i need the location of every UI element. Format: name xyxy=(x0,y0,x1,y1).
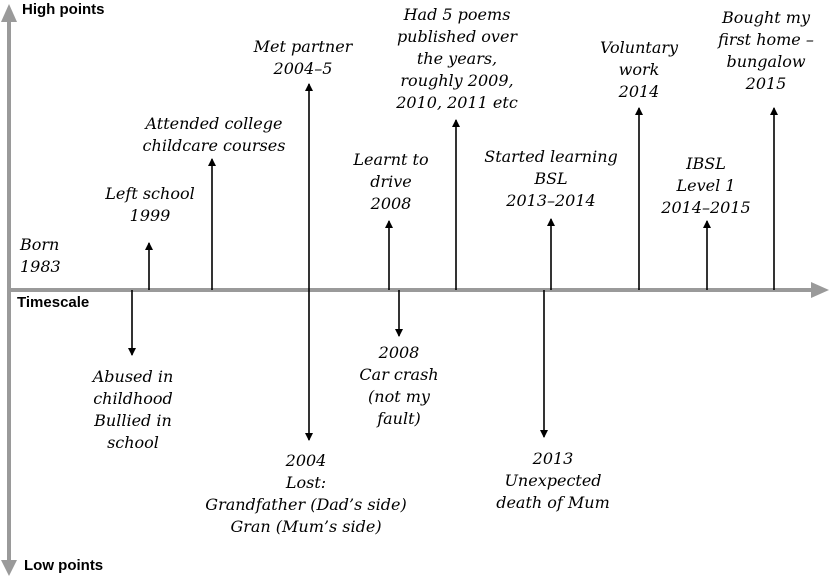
event-line: 2013 xyxy=(532,449,574,468)
event-lost-grandparents: 2004 Lost: Grandfather (Dad’s side) Gran… xyxy=(205,450,406,538)
event-poems-published: Had 5 poems published over the years, ro… xyxy=(396,4,518,114)
timescale-arrowhead xyxy=(811,282,829,298)
event-line: BSL xyxy=(534,169,568,188)
event-line: childhood xyxy=(93,389,173,408)
event-born-line: 1983 xyxy=(20,257,61,276)
event-line: (not my xyxy=(368,387,430,406)
event-born: Born 1983 xyxy=(20,234,61,278)
event-bought-home: Bought my first home – bungalow 2015 xyxy=(718,7,814,95)
event-line: 2014–2015 xyxy=(661,198,751,217)
event-left-school: Left school 1999 xyxy=(105,183,194,227)
event-line: Started learning xyxy=(484,147,618,166)
event-line: childcare courses xyxy=(142,136,286,155)
event-line: 2010, 2011 etc xyxy=(396,93,518,112)
event-car-crash: 2008 Car crash (not my fault) xyxy=(359,342,438,430)
event-line: Learnt to xyxy=(353,150,429,169)
event-line: the years, xyxy=(416,49,498,68)
event-death-of-mum: 2013 Unexpected death of Mum xyxy=(496,448,610,514)
event-attended-college: Attended college childcare courses xyxy=(143,113,286,157)
event-line: Had 5 poems xyxy=(403,5,511,24)
event-line: Left school xyxy=(105,184,195,203)
event-line: 2014 xyxy=(618,82,660,101)
event-line: Level 1 xyxy=(676,176,736,195)
event-line: work xyxy=(618,60,660,79)
event-line: Grandfather (Dad’s side) xyxy=(205,495,407,514)
event-line: bungalow xyxy=(726,52,806,71)
event-abused-bullied: Abused in childhood Bullied in school xyxy=(93,366,174,454)
timescale-label: Timescale xyxy=(17,294,90,311)
event-line: 2004–5 xyxy=(273,59,333,78)
event-learnt-to-drive: Learnt to drive 2008 xyxy=(353,149,428,215)
event-line: 1999 xyxy=(129,206,171,225)
event-ibsl-level-1: IBSL Level 1 2014–2015 xyxy=(661,153,750,219)
event-line: Unexpected xyxy=(504,471,602,490)
event-line: Met partner xyxy=(253,37,353,56)
event-line: Voluntary xyxy=(599,38,679,57)
event-line: IBSL xyxy=(686,154,726,173)
event-line: Abused in xyxy=(92,367,174,386)
event-line: 2008 xyxy=(370,194,412,213)
event-born-line: Born xyxy=(20,235,60,254)
event-line: 2004 xyxy=(285,451,327,470)
event-line: published over xyxy=(396,27,518,46)
event-started-bsl: Started learning BSL 2013–2014 xyxy=(484,146,618,212)
event-line: Attended college xyxy=(145,114,283,133)
event-line: Gran (Mum’s side) xyxy=(230,517,382,536)
event-line: 2008 xyxy=(378,343,420,362)
event-line: drive xyxy=(370,172,412,191)
event-line: Car crash xyxy=(359,365,439,384)
event-line: Bought my xyxy=(722,8,810,27)
event-line: fault) xyxy=(377,409,421,428)
event-met-partner: Met partner 2004–5 xyxy=(254,36,353,80)
event-line: Lost: xyxy=(285,473,327,492)
event-line: Bullied in xyxy=(94,411,172,430)
event-line: death of Mum xyxy=(496,493,610,512)
event-line: school xyxy=(107,433,159,452)
event-line: 2013–2014 xyxy=(506,191,596,210)
event-line: roughly 2009, xyxy=(400,71,514,90)
event-line: 2015 xyxy=(745,74,787,93)
event-line: first home – xyxy=(718,30,814,49)
event-voluntary-work: Voluntary work 2014 xyxy=(600,37,678,103)
low-points-label: Low points xyxy=(24,557,104,574)
high-points-label: High points xyxy=(22,1,105,18)
vertical-axis-bottom-arrowhead xyxy=(1,560,17,576)
vertical-axis-top-arrowhead xyxy=(1,4,17,22)
